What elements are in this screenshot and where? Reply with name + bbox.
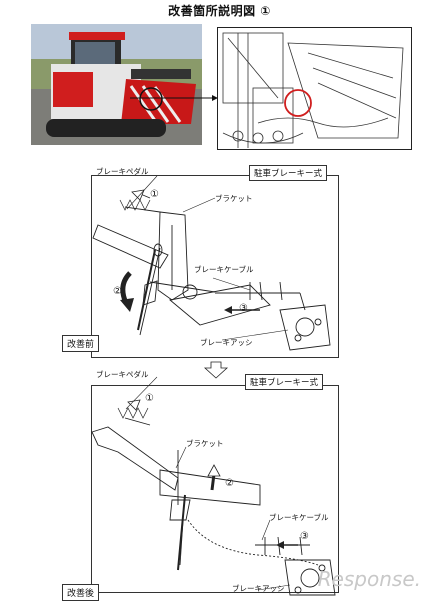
- after-step-3: ③: [300, 531, 309, 542]
- before-bracket-label: ブラケット: [215, 194, 253, 203]
- after-tag: 改善後: [62, 584, 100, 601]
- after-assy-label: ブレーキアッシ: [232, 584, 285, 593]
- after-step-2: ②: [225, 478, 234, 489]
- before-step-3: ③: [239, 303, 248, 314]
- before-header-label: 駐車ブレーキー式: [249, 165, 328, 181]
- diagram-before-panel: [91, 175, 339, 358]
- detail-inset: [217, 27, 412, 150]
- before-pedal-label: ブレーキペダル: [96, 167, 149, 176]
- after-bracket-label: ブラケット: [186, 439, 224, 448]
- before-cable-label: ブレーキケーブル: [194, 265, 254, 274]
- after-cable-label: ブレーキケーブル: [269, 513, 329, 522]
- response-watermark: Response.: [317, 567, 421, 591]
- after-step-1: ①: [145, 393, 154, 404]
- before-assy-label: ブレーキアッシ: [200, 338, 253, 347]
- before-tag: 改善前: [62, 335, 100, 352]
- after-pedal-label: ブレーキペダル: [96, 370, 149, 379]
- after-header-label: 駐車ブレーキー式: [245, 374, 324, 390]
- page-title: 改善箇所説明図 ①: [168, 4, 271, 18]
- before-step-2: ②: [113, 286, 122, 297]
- before-step-1: ①: [150, 189, 159, 200]
